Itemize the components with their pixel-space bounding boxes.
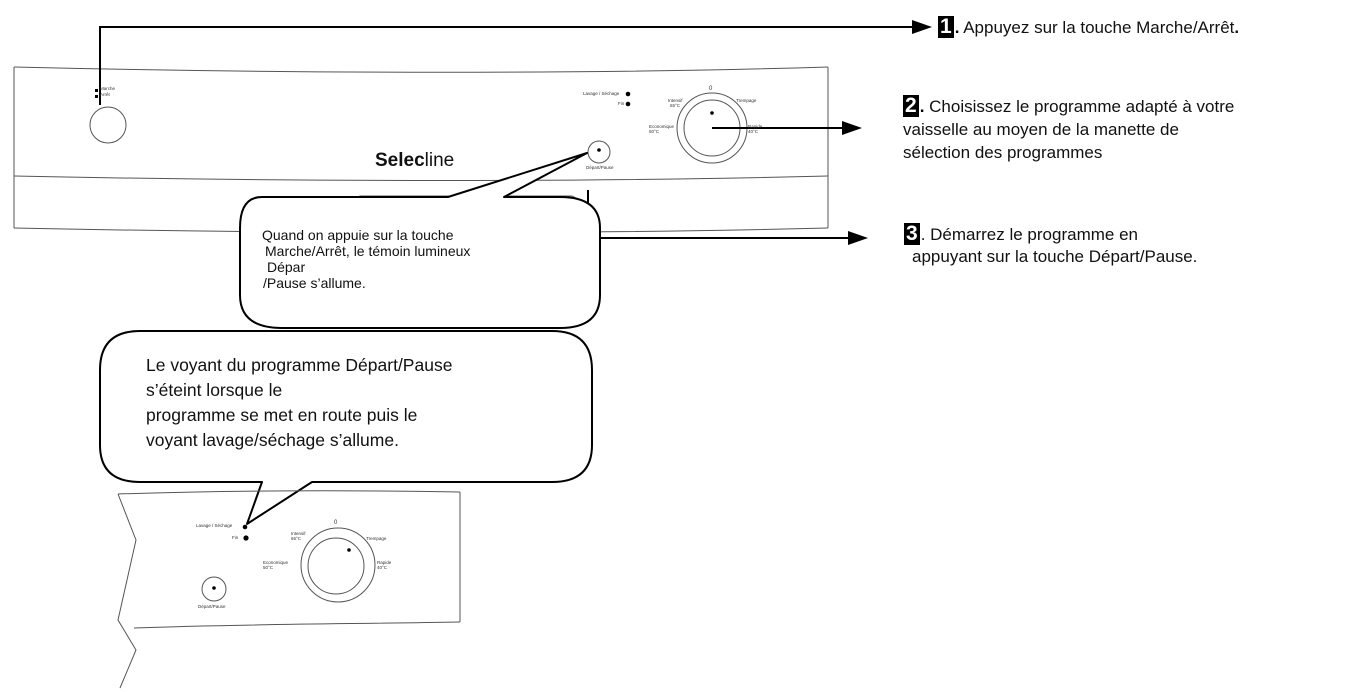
leader-line-step-1 [99, 26, 912, 105]
arret-indicator-square [95, 95, 98, 98]
detail-depart-pause-label: Départ/Pause [198, 604, 226, 609]
detail-economique-label: Economique [263, 560, 289, 565]
detail-dial-pointer-dot [347, 548, 351, 552]
detail-control-panel [117, 490, 461, 689]
step-2-dot: . [919, 97, 925, 116]
economique-temp-label: 50°C [649, 129, 660, 134]
step-1-text: Appuyez sur la touche Marche/Arrêt [959, 18, 1235, 37]
step-2-line-2: vaisselle au moyen de la manette de [903, 120, 1179, 139]
arrow-head-step-2 [842, 121, 862, 135]
detail-rapide-temp-label: 40°C [377, 565, 388, 570]
detail-economique-temp-label: 50°C [263, 565, 274, 570]
upper-callout-line-1: Quand on appuie sur la touche [262, 227, 454, 243]
step-1-end: . [1234, 18, 1240, 37]
brand-logo: Selecline [375, 150, 454, 172]
step-3-instruction: 3. Démarrez le programme en appuyant sur… [904, 222, 1198, 268]
upper-callout-line-4: /Pause s’allume. [263, 275, 366, 291]
marche-arret-button[interactable] [89, 106, 127, 144]
upper-callout-line-2: Marche/Arrêt, le témoin lumineux [265, 243, 471, 259]
detail-fin-light [243, 535, 249, 541]
lower-callout-text: Le voyant du programme Départ/Pause s’ét… [146, 353, 452, 453]
detail-trempage-label: Trempage [366, 536, 387, 541]
intensif-label: Intensif [668, 98, 683, 103]
arret-label: Arrêt [100, 92, 110, 97]
step-1-dot: . [954, 18, 960, 37]
lower-callout-line-2: s’éteint lorsque le [146, 380, 283, 400]
lower-callout-line-3: programme se met en route puis le [146, 405, 418, 425]
detail-dial-zero-label: 0 [334, 520, 338, 526]
detail-program-knob [307, 537, 365, 595]
lower-callout-line-4: voyant lavage/séchage s’allume. [146, 430, 399, 450]
upper-callout-line-3: Dépar [267, 259, 306, 275]
detail-depart-pause-light [212, 586, 216, 590]
detail-lavage-sechage-light [242, 524, 248, 530]
step-2-number: 2 [903, 94, 919, 118]
fin-light [625, 101, 631, 107]
step-1-instruction: 1. Appuyez sur la touche Marche/Arrêt. [938, 15, 1240, 39]
rapide-label: Rapide [748, 124, 763, 129]
dial-pointer-dot [710, 111, 714, 115]
depart-pause-label: Départ/Pause [586, 165, 614, 170]
step-2-line-1: 2. Choisissez le programme adapté à votr… [903, 94, 1235, 118]
step-3-number: 3 [904, 222, 920, 246]
step-3-line-1: 3. Démarrez le programme en [904, 222, 1197, 246]
economique-label: Economique [649, 124, 675, 129]
detail-intensif-label: Intensif [291, 531, 306, 536]
marche-label: Marche [100, 86, 116, 91]
step-2-text-1: Choisissez le programme adapté à votre [924, 97, 1235, 116]
step-3-text-1: . Démarrez le programme en [920, 225, 1138, 244]
upper-callout-bubble [239, 152, 601, 329]
step-3-line-2: appuyant sur la touche Départ/Pause. [912, 247, 1198, 266]
brand-bold-part: Selec [375, 150, 425, 171]
detail-intensif-temp-label: 65°C [291, 536, 302, 541]
detail-rapide-label: Rapide [377, 560, 392, 565]
lavage-sechage-label: Lavage / Séchage [583, 91, 620, 96]
arrow-head-step-3 [848, 231, 868, 245]
trempage-label: Trempage [736, 98, 757, 103]
marche-indicator-square [95, 89, 98, 92]
arrow-head-step-1 [912, 20, 932, 34]
detail-fin-label: Fin [232, 535, 239, 540]
lower-callout-line-1: Le voyant du programme Départ/Pause [146, 355, 453, 375]
rapide-temp-label: 40°C [748, 129, 759, 134]
step-1-number: 1 [938, 15, 954, 39]
step-2-line-3: sélection des programmes [903, 143, 1103, 162]
fin-label: Fin [618, 101, 625, 106]
depart-pause-button[interactable] [587, 140, 611, 164]
lavage-sechage-light [625, 91, 631, 97]
step-2-instruction: 2. Choisissez le programme adapté à votr… [903, 94, 1235, 164]
brand-light-part: line [424, 150, 455, 171]
depart-pause-light [597, 148, 601, 152]
dial-zero-label: 0 [709, 86, 713, 92]
lower-callout-bubble [99, 330, 593, 525]
intensif-temp-label: 65°C [670, 103, 681, 108]
upper-callout-text: Quand on appuie sur la touche Marche/Arr… [262, 227, 470, 291]
detail-lavage-sechage-label: Lavage / Séchage [196, 523, 233, 528]
